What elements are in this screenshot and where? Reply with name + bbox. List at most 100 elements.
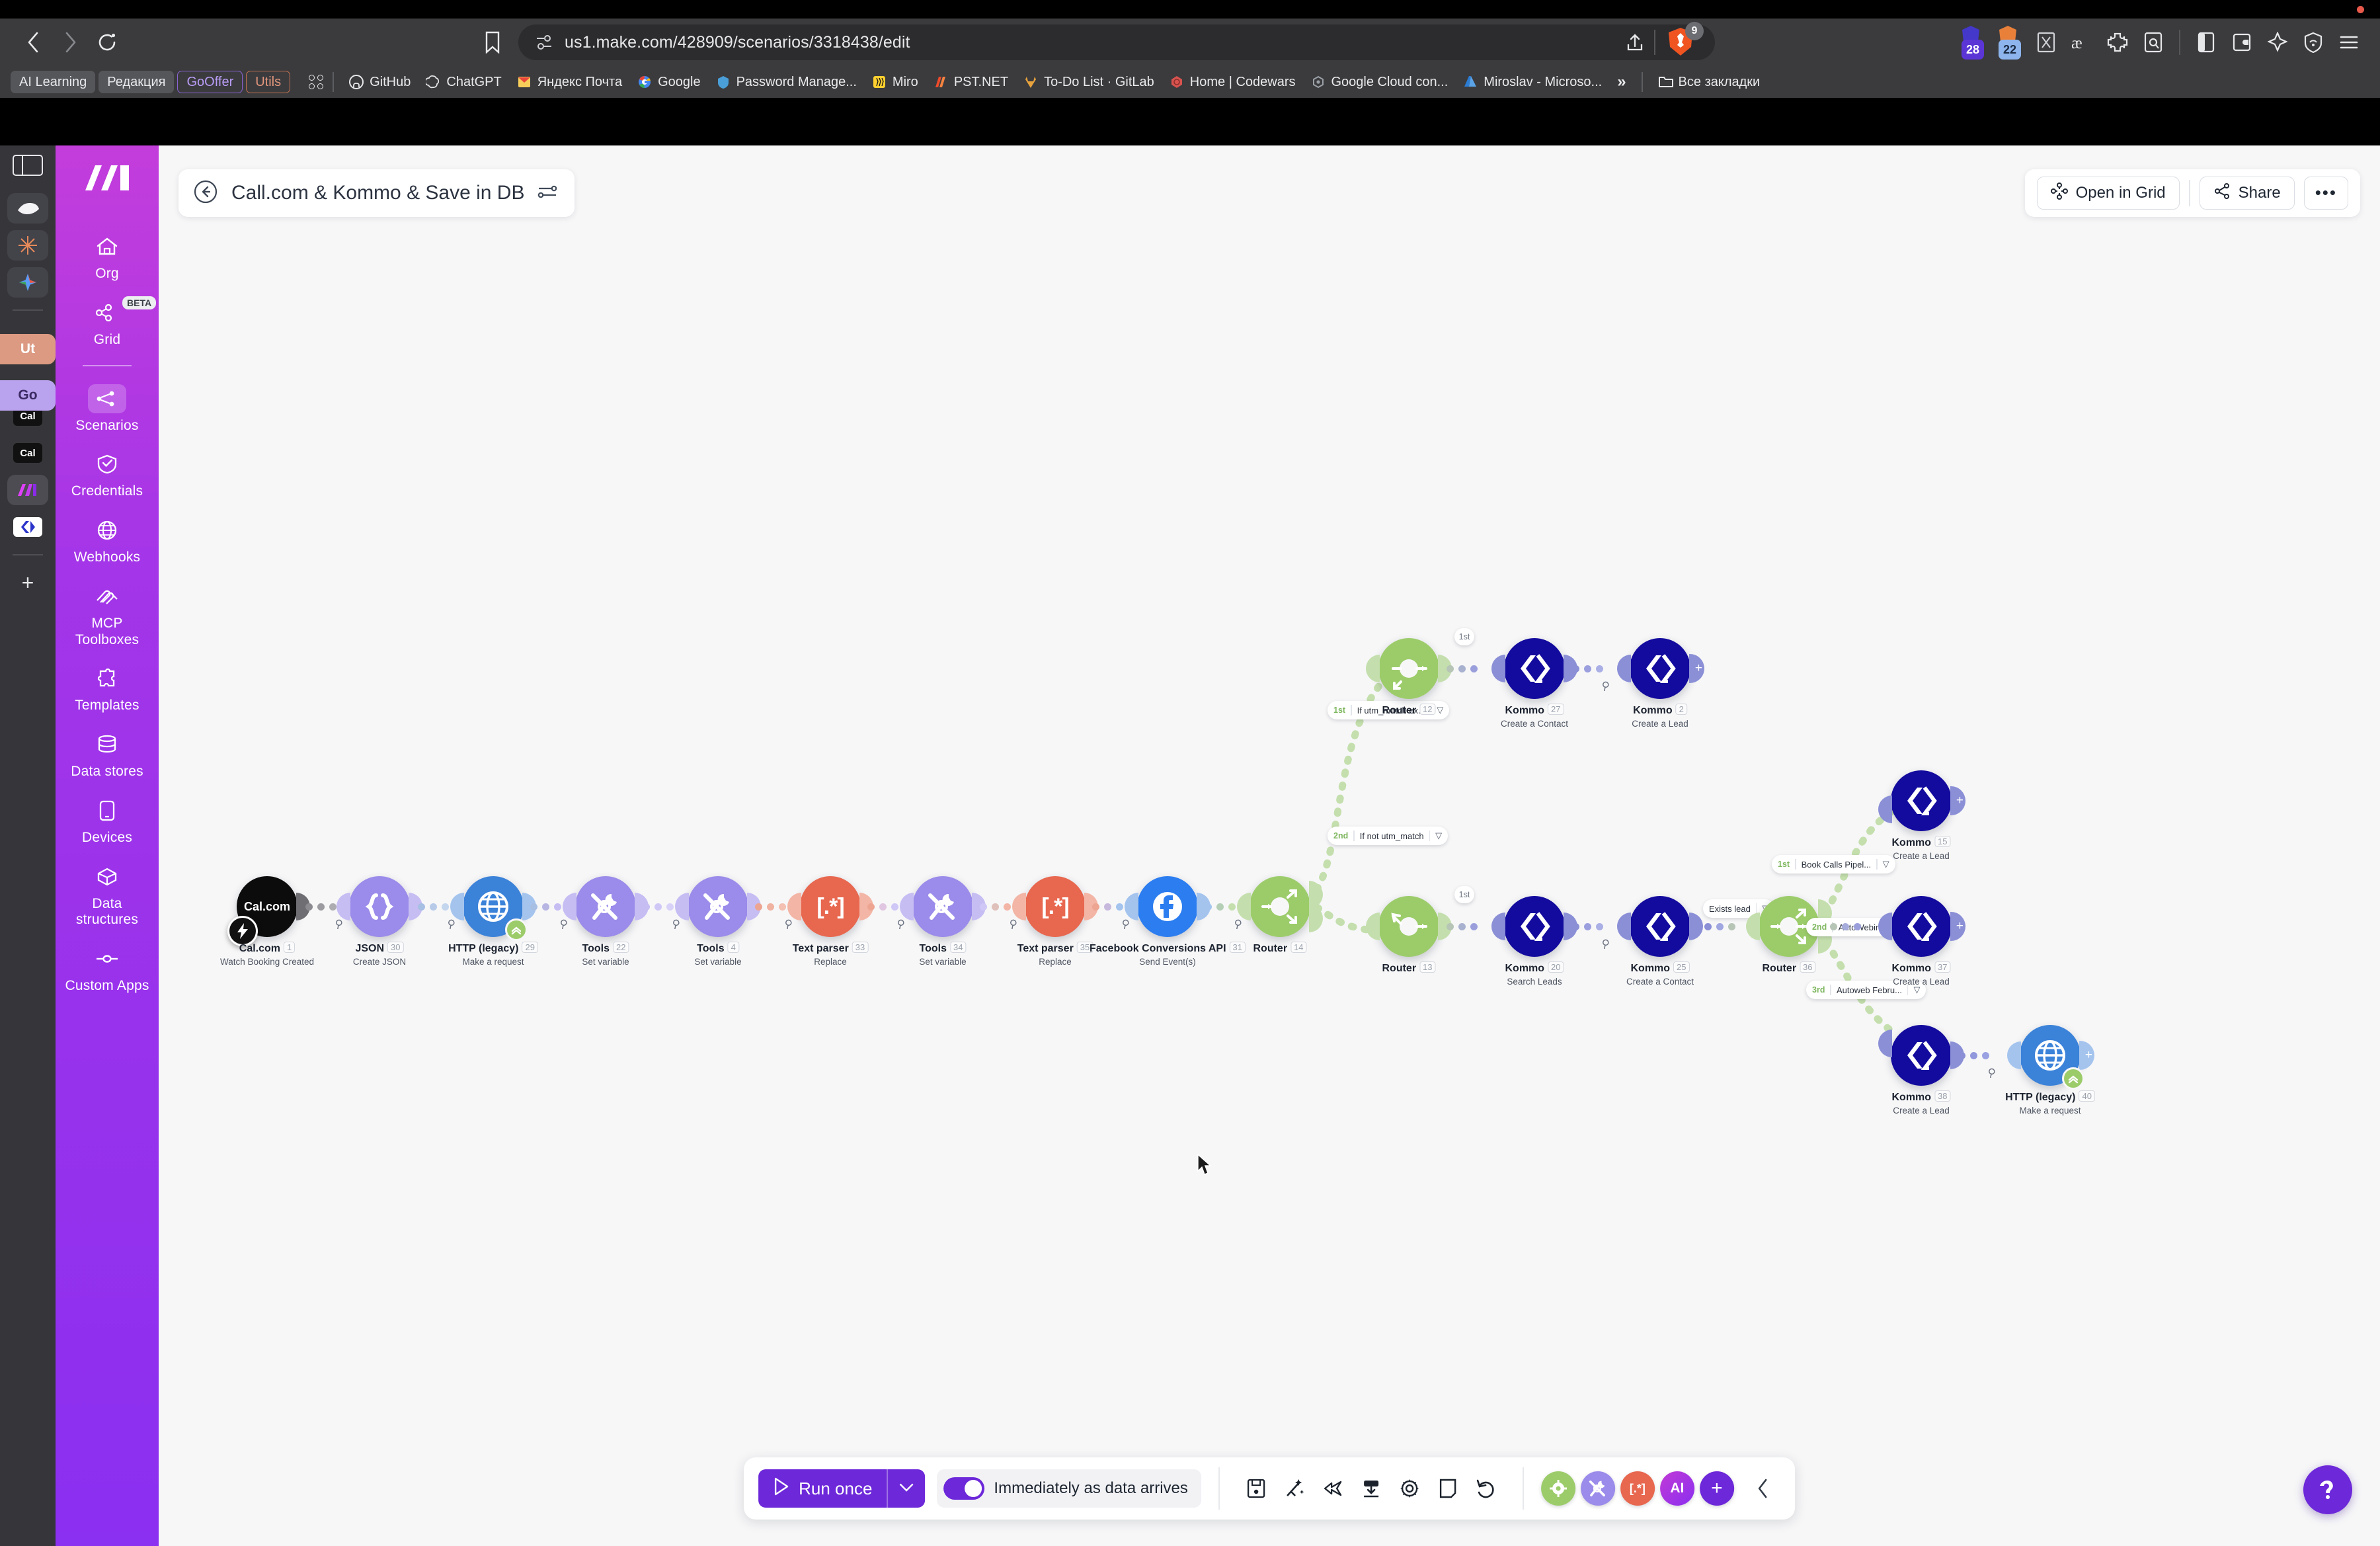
output-port-2[interactable] [1309, 905, 1323, 933]
output-port[interactable] [1438, 913, 1452, 940]
input-port[interactable] [787, 893, 801, 920]
bookmark-chip-ai-learning[interactable]: AI Learning [11, 71, 96, 93]
http-legacy-module[interactable]: + [2007, 1025, 2094, 1090]
tab-cal-2[interactable]: Cal [7, 438, 48, 468]
output-port[interactable] [747, 893, 761, 920]
router-module-chip[interactable] [1540, 1471, 1575, 1506]
input-port[interactable] [1746, 913, 1760, 940]
schedule-toggle-group[interactable]: Immediately as data arrives [937, 1469, 1201, 1508]
wrench-icon[interactable]: ⚲ [895, 916, 906, 932]
input-port[interactable] [2007, 1041, 2021, 1069]
filter-label[interactable]: 1st Book Calls Pipel... ▽ [1772, 855, 1895, 874]
tools-module[interactable] [900, 876, 986, 937]
kommo-module[interactable]: + [1617, 638, 1704, 699]
bookmarks-overflow-button[interactable]: » [1611, 70, 1632, 94]
collapse-toolbar-button[interactable] [1746, 1471, 1780, 1506]
input-port[interactable] [1366, 913, 1380, 940]
wrench-icon[interactable]: ⚲ [1600, 936, 1611, 952]
filter-label[interactable]: 3rd Autoweb Febru... ▽ [1806, 981, 1926, 999]
http-legacy-module[interactable] [450, 876, 536, 941]
tab-gemini[interactable] [7, 267, 48, 298]
add-module-port[interactable]: + [1689, 654, 1704, 683]
wrench-icon[interactable]: ⚲ [558, 916, 569, 932]
sidebar-item-data-structures[interactable]: Data structures [64, 856, 150, 936]
tab-perplexity[interactable] [7, 230, 48, 261]
run-once-button[interactable]: Run once [758, 1469, 926, 1508]
input-port[interactable] [1012, 893, 1026, 920]
wrench-icon[interactable]: ⚲ [670, 916, 682, 932]
schedule-switch[interactable] [943, 1477, 985, 1500]
browser-menu-icon[interactable] [2332, 26, 2365, 59]
grammarly-icon[interactable]: æ [2065, 26, 2098, 59]
back-circle-icon[interactable] [193, 179, 218, 208]
more-actions-button[interactable]: ••• [2303, 177, 2348, 210]
add-tab-button[interactable]: + [21, 570, 34, 594]
input-port[interactable] [1491, 655, 1505, 682]
leo-ai-sparkle-icon[interactable] [2261, 26, 2294, 59]
output-port[interactable] [972, 893, 986, 920]
bitwarden-extension-icon[interactable]: 28 [1956, 24, 1990, 61]
wallet-icon[interactable] [2225, 26, 2258, 59]
output-port[interactable] [1950, 1041, 1964, 1069]
add-module-chip[interactable]: + [1699, 1471, 1734, 1506]
input-port[interactable] [675, 893, 689, 920]
help-button[interactable] [2303, 1465, 2352, 1514]
explore-icon[interactable] [1314, 1469, 1352, 1508]
wrench-icon[interactable]: ⚲ [1232, 916, 1244, 932]
site-settings-icon[interactable] [536, 34, 553, 51]
auto-align-icon[interactable] [1275, 1469, 1314, 1508]
sliders-icon[interactable] [537, 183, 557, 204]
sidebar-toggle-icon[interactable] [2190, 26, 2223, 59]
kommo-module[interactable] [1878, 1025, 1964, 1086]
filter-label[interactable]: 2nd If not utm_match ▽ [1328, 827, 1448, 845]
input-port[interactable] [1237, 893, 1251, 920]
reload-icon[interactable] [89, 24, 126, 61]
sidebar-item-mcp-toolboxes[interactable]: MCP Toolboxes [64, 576, 150, 656]
input-port[interactable] [1878, 795, 1892, 823]
kommo-module[interactable] [1491, 638, 1577, 699]
vpn-shield-icon[interactable] [2297, 26, 2330, 59]
undo-icon[interactable] [1467, 1469, 1505, 1508]
bookmark-password-manager[interactable]: Password Manage... [710, 70, 863, 94]
ai-module-chip[interactable]: AI [1659, 1471, 1694, 1506]
reading-list-icon[interactable] [2137, 26, 2170, 59]
scenario-canvas[interactable]: Call.com & Kommo & Save in DB Open in Gr… [159, 145, 2380, 1546]
window-close-dot[interactable] [2357, 6, 2364, 13]
output-port[interactable] [1689, 913, 1703, 940]
bookmark-google-cloud[interactable]: Google Cloud con... [1305, 70, 1454, 94]
bookmark-github[interactable]: GitHub [343, 70, 416, 94]
output-port[interactable] [409, 893, 422, 920]
text-parser-module-chip[interactable]: [.*] [1620, 1471, 1655, 1506]
notion-clipper-icon[interactable] [2030, 26, 2063, 59]
open-in-grid-button[interactable]: Open in Grid [2036, 177, 2180, 210]
text-parser-module[interactable]: [.*] [1012, 876, 1098, 937]
kommo-module[interactable] [1491, 896, 1577, 957]
router-module[interactable] [1366, 638, 1452, 699]
output-port[interactable] [1564, 913, 1577, 940]
filter-label[interactable]: Exists lead ▽ [1703, 899, 1775, 918]
wrench-icon[interactable]: ⚲ [1008, 916, 1019, 932]
input-port[interactable] [1878, 913, 1892, 940]
bookmark-chip-utils[interactable]: Utils [246, 71, 291, 93]
input-port[interactable] [337, 893, 350, 920]
save-icon[interactable] [1237, 1469, 1275, 1508]
output-port[interactable] [1438, 655, 1452, 682]
input-port[interactable] [1878, 1029, 1892, 1057]
output-port[interactable] [859, 893, 873, 920]
all-bookmarks-button[interactable]: Все закладки [1652, 70, 1766, 94]
output-port[interactable] [635, 893, 649, 920]
output-port[interactable] [522, 893, 536, 920]
address-bar[interactable]: us1.make.com/428909/scenarios/3318438/ed… [518, 22, 1715, 60]
upgrade-badge-icon[interactable] [505, 918, 528, 941]
facebook-conversions-module[interactable] [1125, 876, 1210, 937]
bookmark-gitlab-todo[interactable]: To-Do List · GitLab [1017, 70, 1160, 94]
bookmark-star-icon[interactable] [476, 26, 509, 59]
notes-icon[interactable] [1429, 1469, 1467, 1508]
sidebar-item-scenarios[interactable]: Scenarios [64, 378, 150, 442]
sidebar-item-devices[interactable]: Devices [64, 790, 150, 854]
input-port[interactable] [1125, 893, 1138, 920]
bookmark-azure[interactable]: Miroslav - Microso... [1457, 70, 1608, 94]
wrench-icon[interactable]: ⚲ [446, 916, 457, 932]
input-port[interactable] [1366, 655, 1380, 682]
make-logo[interactable] [84, 163, 130, 192]
